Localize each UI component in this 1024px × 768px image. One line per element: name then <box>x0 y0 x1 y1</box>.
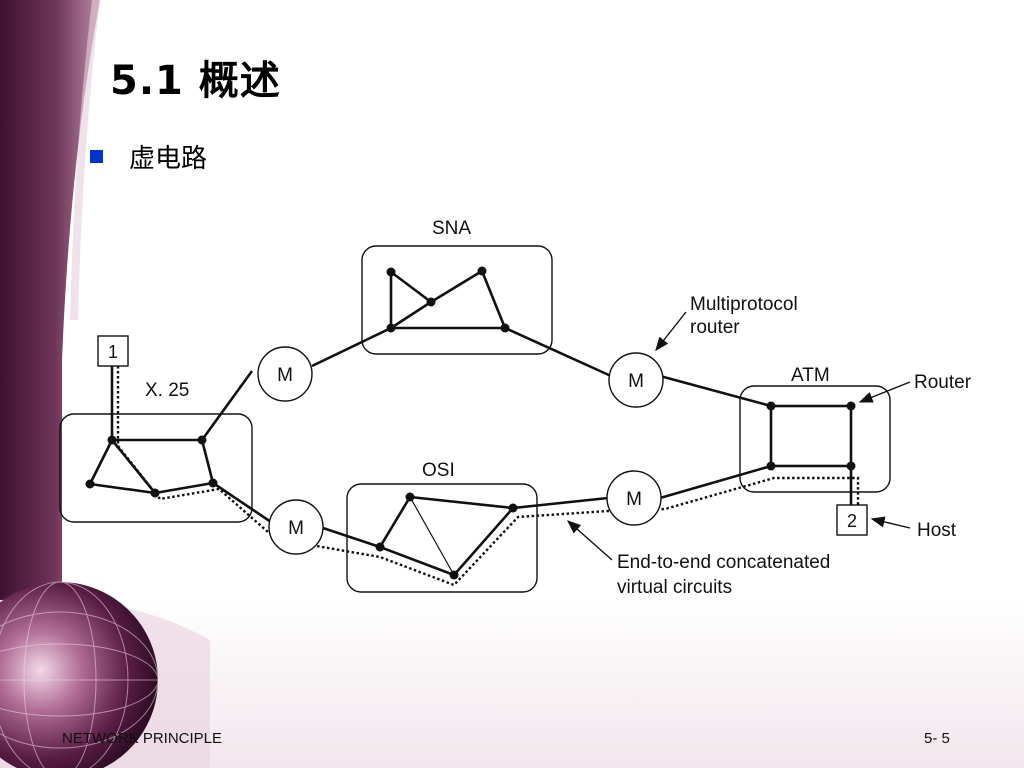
x25-label: X. 25 <box>145 380 189 401</box>
footer-page-number: 5- 5 <box>924 730 950 747</box>
multiprotocol-annotation-line2: router <box>690 317 740 338</box>
router-label: M <box>626 489 642 510</box>
footer-course-name: NETWORK PRINCIPLE <box>62 730 223 747</box>
atm-network-box <box>739 385 891 493</box>
slide-title: 5.1 概述 <box>110 58 281 104</box>
x25-network-box <box>59 413 253 523</box>
multiprotocol-annotation-line1: Multiprotocol <box>690 294 798 315</box>
host-2: 2 <box>836 504 868 536</box>
vc-annotation-line2: virtual circuits <box>617 577 732 598</box>
osi-thin-link <box>409 496 455 576</box>
multiprotocol-router: M <box>608 352 664 408</box>
network-nodes <box>85 266 856 580</box>
atm-label: ATM <box>791 365 830 386</box>
osi-label: OSI <box>422 460 455 481</box>
multiprotocol-router: M <box>268 499 324 555</box>
host-2-label: 2 <box>847 511 857 531</box>
multiprotocol-router: M <box>606 470 662 526</box>
virtual-circuit-path <box>116 366 860 587</box>
sna-network-box <box>361 245 553 355</box>
host-arrow-icon <box>870 516 911 529</box>
vc-annotation-line1: End-to-end concatenated <box>617 552 830 573</box>
router-label: M <box>277 365 293 386</box>
host-annotation: Host <box>917 520 957 541</box>
square-bullet-icon <box>90 150 103 163</box>
vc-arrow-icon <box>566 520 613 561</box>
router-annotation: Router <box>914 372 972 393</box>
router-label: M <box>628 371 644 392</box>
router-label: M <box>288 518 304 539</box>
multiprotocol-arrow-icon <box>655 311 687 352</box>
sna-label: SNA <box>432 218 471 239</box>
multiprotocol-router: M <box>257 346 313 402</box>
osi-network-box <box>346 483 538 593</box>
host-1: 1 <box>97 335 129 367</box>
bullet-item: 虚电路 <box>90 138 207 175</box>
bullet-text: 虚电路 <box>129 144 208 174</box>
router-arrow-icon <box>858 381 911 403</box>
host-1-label: 1 <box>108 342 118 362</box>
